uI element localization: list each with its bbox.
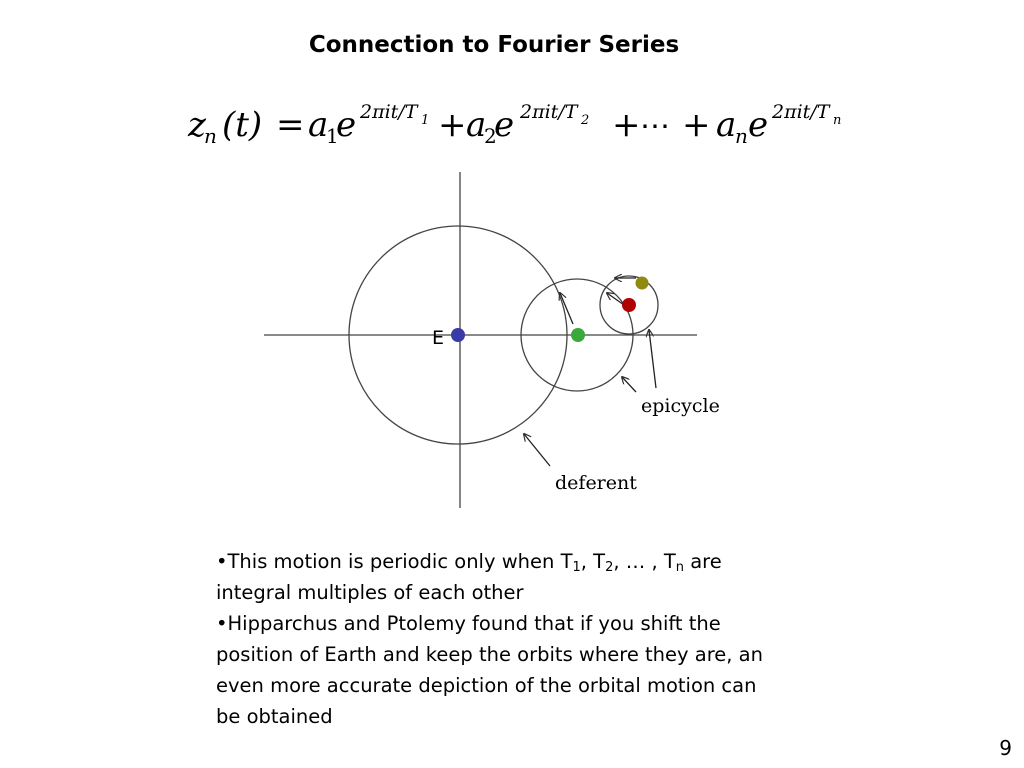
- bullet-1-mid-2: , … , T: [613, 550, 676, 573]
- deferent-pointer-arrow: [524, 434, 551, 467]
- bullet-list: •This motion is periodic only when T1, T…: [216, 546, 776, 732]
- eq-termn-exp-sub: n: [833, 113, 841, 128]
- eq-termn-coef: a: [716, 105, 736, 145]
- eq-term1-exp: 2πit/T: [359, 101, 419, 123]
- secondary-epicycle-circle: [599, 275, 659, 335]
- epicycle-circle: [520, 278, 634, 392]
- eq-term2-coef-sub: 2: [484, 124, 497, 148]
- eq-termn-coef-sub: n: [735, 124, 748, 148]
- earth-point: [451, 328, 465, 342]
- eq-term1-coef: a: [308, 105, 328, 145]
- eq-plus-1: +: [438, 105, 467, 145]
- bullet-1-sub-3: n: [675, 560, 685, 575]
- eq-lhs-var: z: [187, 105, 207, 145]
- epicycle-pointer-arrow-1: [649, 330, 657, 389]
- bullet-1-mid-1: , T: [580, 550, 606, 573]
- deferent-point: [571, 328, 585, 342]
- eq-lhs-sub: n: [204, 124, 217, 148]
- eq-term2-exp-sub: 2: [580, 113, 589, 128]
- slide-title: Connection to Fourier Series: [308, 32, 680, 58]
- eq-equals: =: [276, 105, 305, 145]
- epicycle-pointer-arrow-2: [622, 377, 637, 393]
- fourier-equation: z n (t) = a 1 e 2πit/T 1 + a 2 e 2πit/T …: [187, 101, 841, 148]
- eq-termn-exp: 2πit/T: [771, 101, 831, 123]
- eq-plus-3: +: [682, 105, 711, 145]
- bullet-hipparchus: •Hipparchus and Ptolemy found that if yo…: [216, 608, 776, 732]
- eq-termn-base: e: [748, 105, 768, 145]
- bullet-marker: •: [216, 550, 228, 573]
- eq-term1-coef-sub: 1: [326, 124, 339, 148]
- eq-term1-exp-sub: 1: [421, 113, 429, 128]
- planet-point: [635, 276, 649, 290]
- deferent-label: deferent: [555, 472, 637, 494]
- eq-lhs-arg: (t): [222, 105, 262, 145]
- bullet-marker: •: [216, 612, 228, 635]
- bullet-1-sub-2: 2: [605, 560, 614, 575]
- eq-term1-base: e: [336, 105, 356, 145]
- bullet-1-sub-1: 1: [572, 560, 581, 575]
- bullet-1-text-before: This motion is periodic only when T: [227, 550, 573, 573]
- bullet-2-text: Hipparchus and Ptolemy found that if you…: [216, 612, 763, 728]
- radius-arrow-2: [607, 293, 625, 306]
- eq-plus-2: +: [612, 105, 641, 145]
- bullet-1-text-after: are integral multiples of each other: [216, 550, 722, 604]
- eq-term2-exp: 2πit/T: [519, 101, 579, 123]
- deferent-circle: [348, 225, 568, 445]
- epicycle-point: [622, 298, 636, 312]
- radius-arrow-1: [560, 293, 574, 325]
- page-number: 9: [999, 736, 1012, 760]
- bullet-periodicity: •This motion is periodic only when T1, T…: [216, 546, 776, 608]
- eq-ellipsis: ⋯: [640, 109, 670, 144]
- eq-term2-base: e: [494, 105, 514, 145]
- epicycle-label: epicycle: [641, 395, 720, 417]
- eq-term2-coef: a: [466, 105, 486, 145]
- earth-label: E: [432, 327, 444, 349]
